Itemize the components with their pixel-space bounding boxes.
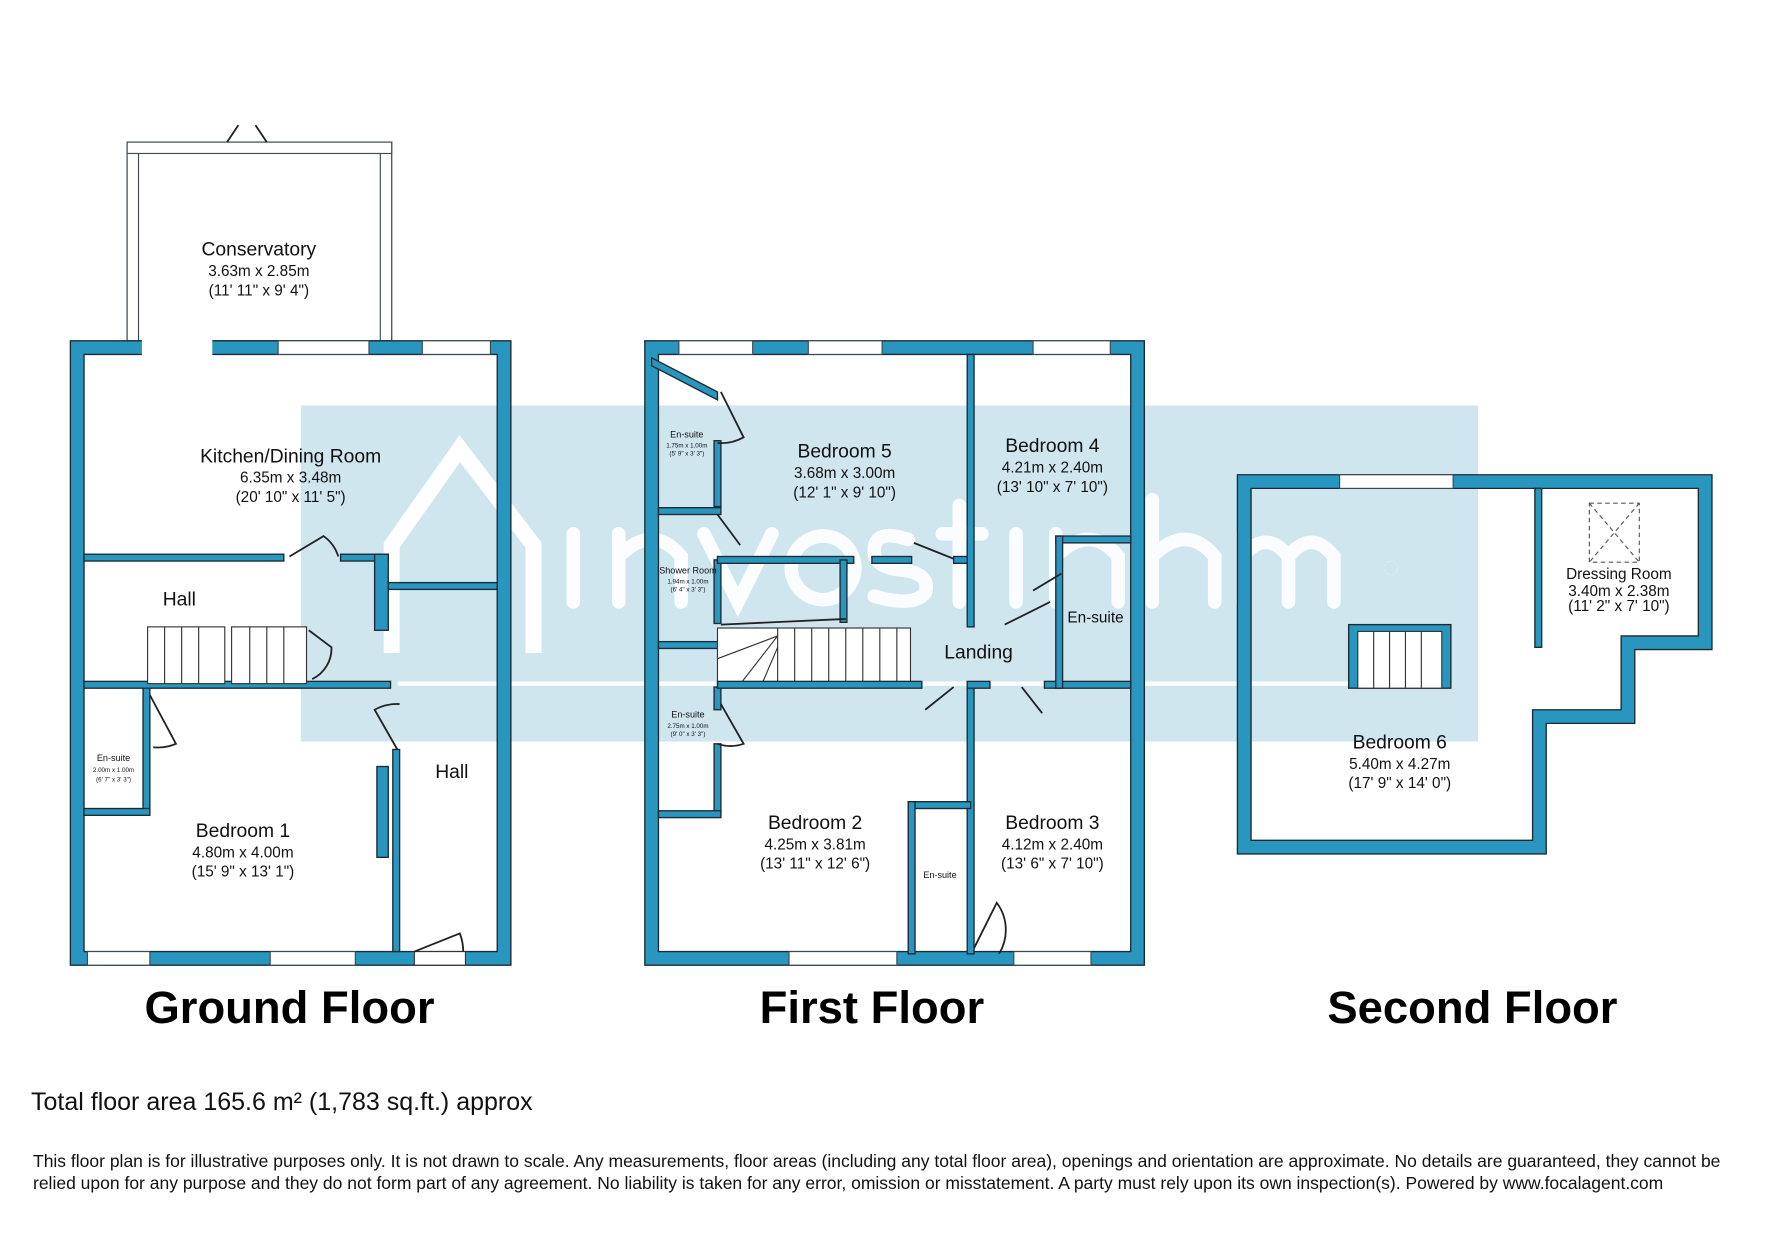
room-label: Shower Room: [659, 566, 717, 576]
room-label: Landing: [944, 643, 1013, 664]
room-label: 5.40m x 4.27m: [1349, 756, 1450, 773]
room-label: Bedroom 4: [1005, 436, 1100, 457]
floor-title: Ground Floor: [144, 982, 434, 1033]
room-label: Bedroom 2: [768, 813, 862, 834]
room-label: En-suite: [97, 753, 130, 763]
first-floor-labels: En-suite 1.75m x 1.00m (5' 9" x 3' 3") B…: [659, 429, 1123, 1033]
room-label: Bedroom 5: [797, 442, 891, 463]
room-label: Bedroom 1: [196, 821, 290, 842]
second-floor-plan: [1236, 474, 1713, 855]
room-label: 4.25m x 3.81m: [764, 836, 865, 853]
room-label: En-suite: [670, 429, 703, 439]
room-label: (6' 7" x 3' 3"): [96, 776, 131, 783]
room-label: (13' 10" x 7' 10"): [997, 479, 1108, 496]
room-label: 2.00m x 1.00m: [93, 767, 134, 774]
room-label: 6.35m x 3.48m: [240, 470, 341, 487]
room-label: (13' 6" x 7' 10"): [1001, 856, 1104, 873]
room-label: 4.21m x 2.40m: [1002, 459, 1103, 476]
room-label: 4.12m x 2.40m: [1002, 836, 1103, 853]
room-label: (11' 11" x 9' 4"): [209, 282, 309, 299]
room-label: Bedroom 6: [1353, 732, 1447, 753]
room-label: Bedroom 3: [1005, 813, 1099, 834]
room-label: Kitchen/Dining Room: [200, 446, 381, 467]
room-label: Hall: [435, 762, 468, 783]
room-label: (6' 4" x 3' 3"): [671, 587, 706, 594]
room-label: En-suite: [923, 870, 956, 880]
floor-title: Second Floor: [1327, 982, 1617, 1033]
room-label: (20' 10" x 11' 5"): [236, 489, 346, 506]
room-label: Hall: [163, 589, 196, 610]
room-label: 3.63m x 2.85m: [208, 263, 309, 280]
room-label: (9' 0" x 3' 3"): [671, 731, 706, 738]
room-label: 3.68m x 3.00m: [794, 465, 895, 482]
room-label: 3.40m x 2.38m: [1568, 583, 1669, 600]
room-label: 4.80m x 4.00m: [192, 844, 293, 861]
first-floor-plan: [644, 340, 1146, 966]
room-label: (5' 9" x 3' 3"): [669, 450, 704, 457]
ground-floor-plan: [69, 124, 512, 966]
room-label: En-suite: [1067, 609, 1123, 626]
room-label: (17' 9" x 14' 0"): [1348, 775, 1451, 792]
floor-title: First Floor: [760, 982, 985, 1033]
room-label: 2.75m x 1.00m: [667, 723, 708, 730]
room-label: 1.94m x 1.00m: [667, 579, 708, 586]
room-label: (13' 11" x 12' 6"): [760, 856, 870, 873]
total-floor-area: Total floor area 165.6 m² (1,783 sq.ft.)…: [31, 1088, 533, 1116]
room-label: 1.75m x 1.00m: [666, 443, 707, 450]
room-label: En-suite: [671, 710, 704, 720]
room-label: Dressing Room: [1566, 566, 1672, 583]
room-name: Conservatory: [202, 240, 317, 261]
second-floor-labels: Dressing Room 3.40m x 2.38m (11' 2" x 7'…: [1327, 566, 1671, 1033]
disclaimer: This floor plan is for illustrative purp…: [33, 1151, 1721, 1193]
ground-floor-labels: Conservatory 3.63m x 2.85m (11' 11" x 9'…: [93, 240, 469, 1033]
room-label: (12' 1" x 9' 10"): [793, 484, 896, 501]
room-label: (11' 2" x 7' 10"): [1568, 598, 1670, 615]
room-label: (15' 9" x 13' 1"): [192, 864, 295, 881]
